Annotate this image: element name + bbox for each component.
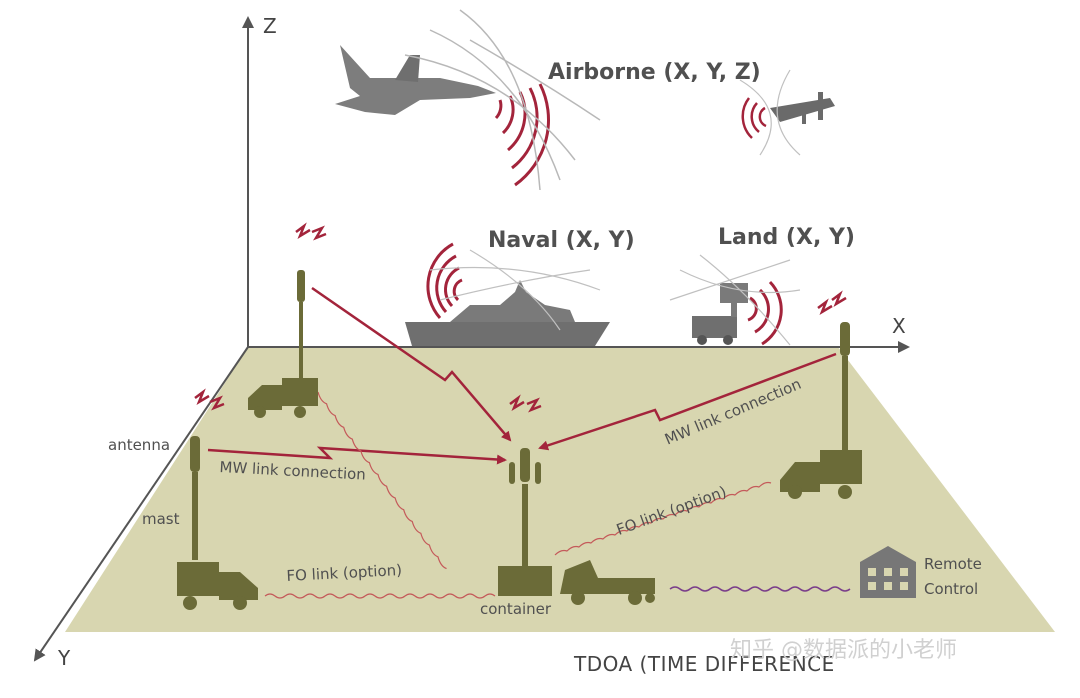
- signal-squiggles: [194, 222, 847, 413]
- watermark: 知乎 @数据派的小老师: [730, 638, 957, 663]
- container-label: container: [480, 600, 552, 618]
- mast-label: mast: [142, 510, 180, 528]
- remote-label-line1: Remote: [924, 555, 982, 573]
- footer-title: TDOA (TIME DIFFERENCE: [574, 652, 835, 676]
- drone-icon: [770, 92, 835, 124]
- ship-grey-arcs: [429, 249, 601, 331]
- ship-signal-rings: [426, 242, 463, 319]
- incoming-signal-arrows: [207, 286, 837, 465]
- y-axis-label: Y: [58, 646, 71, 670]
- radar-truck-icon: [692, 283, 748, 345]
- drone-grey-arcs: [739, 69, 801, 156]
- radar-grey-arcs: [669, 254, 801, 346]
- y-axis: [33, 346, 249, 662]
- remote-control-building-icon: [860, 546, 916, 598]
- ground-plane: [65, 347, 1055, 632]
- jet-grey-arcs: [404, 9, 601, 191]
- jet-icon: [335, 45, 496, 115]
- remote-link-line: [669, 586, 851, 592]
- central-receiver-station: [498, 448, 655, 605]
- sensor-station-front-left: [177, 436, 258, 610]
- naval-label: Naval (X, Y): [488, 228, 635, 253]
- antenna-label: antenna: [108, 436, 171, 454]
- x-axis-label: X: [892, 314, 906, 338]
- land-label: Land (X, Y): [718, 225, 855, 250]
- sensor-station-right: [780, 322, 862, 499]
- radar-signal-rings: [747, 280, 783, 346]
- drone-signal-rings: [741, 97, 767, 139]
- remote-label-line2: Control: [924, 580, 979, 598]
- jet-signal-rings: [494, 83, 550, 187]
- airborne-label: Airborne (X, Y, Z): [548, 60, 761, 85]
- z-axis-label: Z: [263, 14, 277, 38]
- sensor-station-back-left: [248, 270, 318, 418]
- fo-link-lines: [264, 391, 772, 599]
